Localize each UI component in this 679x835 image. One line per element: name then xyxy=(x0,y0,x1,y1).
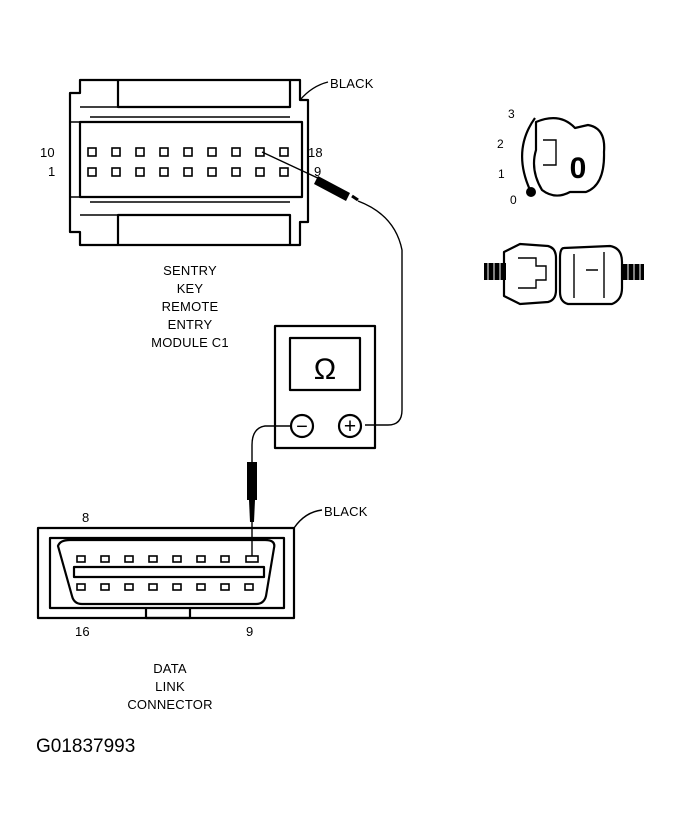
ignition-switch: 3 2 1 0 0 xyxy=(497,107,606,207)
meter-plus-sign: + xyxy=(344,415,356,438)
module-name-line-2: KEY xyxy=(177,281,204,296)
ignition-position-3: 3 xyxy=(508,107,515,121)
module-pin-label-18: 18 xyxy=(308,145,323,160)
module-color-label: BLACK xyxy=(330,76,374,91)
ohm-symbol: Ω xyxy=(314,353,336,386)
meter-positive-terminal xyxy=(337,413,363,439)
dlc-name-line-3: CONNECTOR xyxy=(127,697,212,712)
module-pin-row-top xyxy=(87,147,289,157)
dlc-pin-label-9: 9 xyxy=(246,624,253,639)
key-letter: 0 xyxy=(570,152,587,185)
ohmmeter: Ω − + xyxy=(273,324,377,450)
data-link-name: DATA LINK CONNECTOR xyxy=(127,661,212,712)
module-pin-label-10: 10 xyxy=(40,145,55,160)
module-name-line-1: SENTRY xyxy=(163,263,217,278)
module-c1-connector: 10 1 18 9 BLACK xyxy=(40,76,374,247)
dlc-pin-row-bottom xyxy=(76,583,254,591)
meter-minus-sign: − xyxy=(296,416,308,438)
probe-lead-negative xyxy=(247,425,291,558)
module-pin-label-1: 1 xyxy=(48,164,55,179)
dlc-color-label: BLACK xyxy=(324,504,368,519)
module-name: SENTRY KEY REMOTE ENTRY MODULE C1 xyxy=(151,263,229,350)
dlc-pin-label-16: 16 xyxy=(75,624,90,639)
ignition-position-1: 1 xyxy=(498,167,505,181)
inline-connector-pair xyxy=(484,242,644,306)
dlc-name-line-1: DATA xyxy=(153,661,187,676)
dlc-pin-row-top xyxy=(76,555,259,563)
dlc-name-line-2: LINK xyxy=(155,679,185,694)
module-name-line-4: ENTRY xyxy=(168,317,213,332)
dlc-pin-label-8: 8 xyxy=(82,510,89,525)
module-pin-row-bottom xyxy=(87,167,289,177)
figure-id: G01837993 xyxy=(36,736,135,757)
module-name-line-3: REMOTE xyxy=(162,299,219,314)
module-pin-label-9: 9 xyxy=(314,164,321,179)
ignition-position-2: 2 xyxy=(497,137,504,151)
probe-lead-positive xyxy=(261,151,403,426)
data-link-connector: 8 16 9 BLACK xyxy=(36,504,368,639)
module-name-line-5: MODULE C1 xyxy=(151,335,229,350)
ignition-position-0: 0 xyxy=(510,193,517,207)
